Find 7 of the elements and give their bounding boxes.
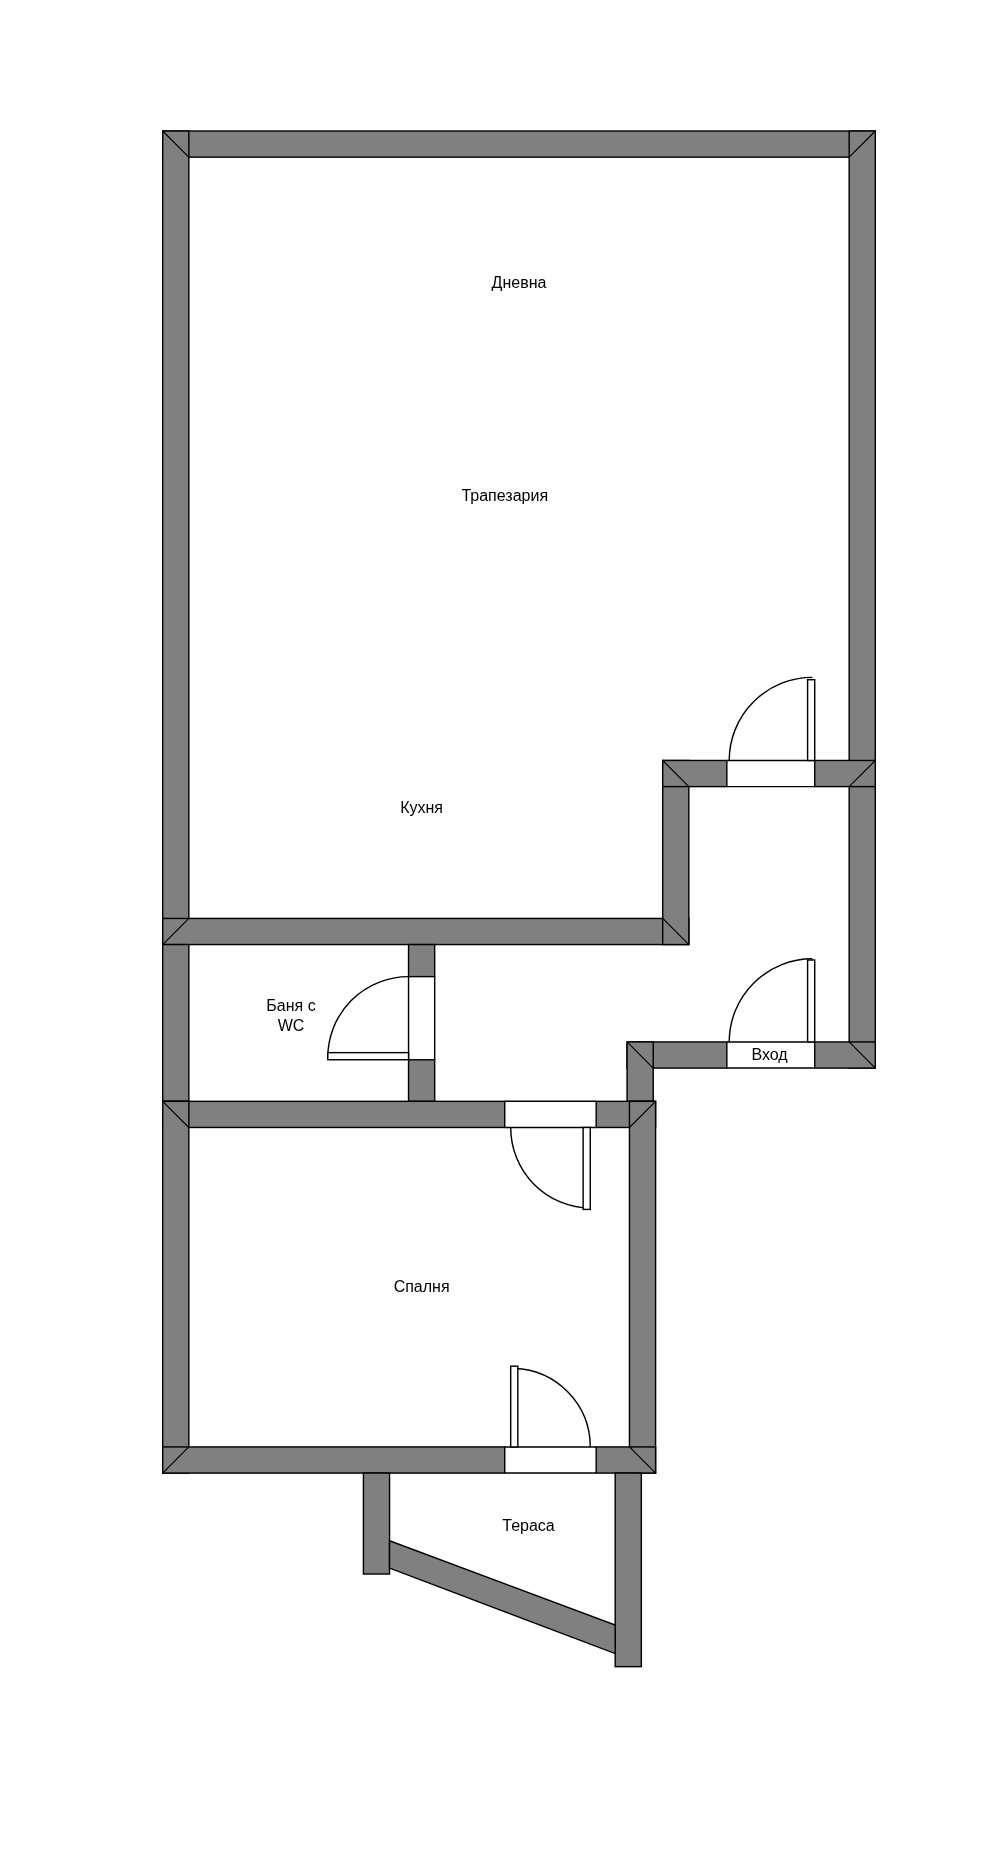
room-label: Дневна [491, 273, 547, 293]
room-label: Вход [751, 1045, 788, 1065]
room-label: Баня с WC [265, 996, 317, 1035]
room-label: Кухня [400, 798, 443, 818]
room-label: Тераса [502, 1516, 555, 1536]
room-label: Спалня [393, 1277, 450, 1297]
room-label: Трапезария [461, 486, 549, 506]
